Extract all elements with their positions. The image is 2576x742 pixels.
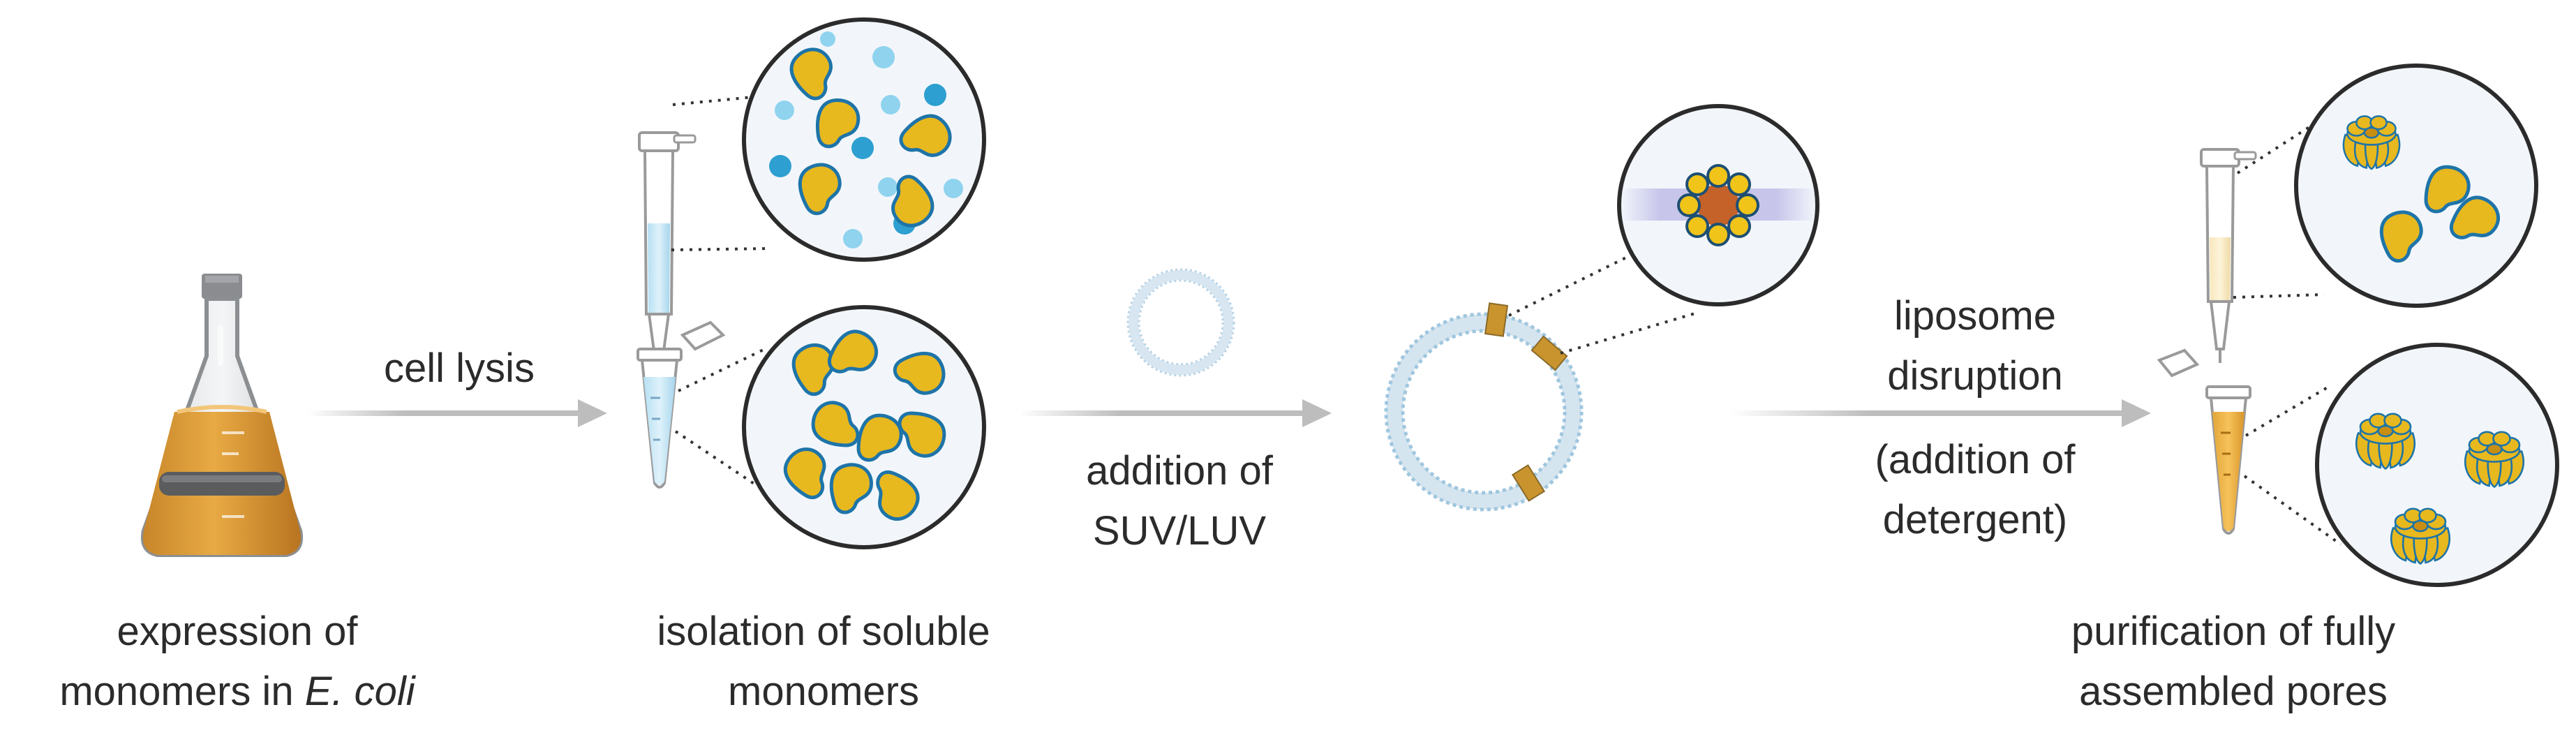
step2-caption: isolation of soluble monomers [600, 602, 1047, 722]
step2-line1: isolation of soluble [657, 609, 990, 654]
liposome-icon [1384, 302, 1584, 512]
zoom-lines-step2 [671, 95, 770, 494]
arrow3-line2: disruption [1887, 353, 2063, 399]
arrow-addition-suv-luv [1019, 399, 1332, 427]
step4-line1: purification of fully [2071, 609, 2396, 654]
arrow3-line4: detergent) [1882, 497, 2068, 542]
arrow1-label: cell lysis [384, 346, 535, 391]
arrow2-line1: addition of [1086, 448, 1273, 494]
microtube-icon [636, 320, 726, 489]
spin-column-icon [2200, 148, 2257, 363]
step1-line2: monomers in E. coli [14, 662, 461, 722]
vesicle-icon [1126, 268, 1235, 377]
arrow3-line1: liposome [1893, 293, 2057, 339]
arrow3-caption-bottom: (addition of detergent) [1829, 430, 2122, 550]
step4-caption: purification of fully assembled pores [2010, 602, 2457, 722]
arrow-liposome-disruption [1731, 399, 2151, 427]
pore-icon [1677, 164, 1759, 246]
step1-line1: expression of [117, 609, 358, 654]
step1-line2-prefix: monomers in [59, 669, 305, 714]
spin-column-icon [638, 131, 697, 357]
flask-icon [141, 274, 303, 557]
zoom-circle-fraction [2294, 64, 2538, 308]
step1-caption: expression of monomers in E. coli [14, 602, 461, 722]
microtube-icon [2157, 348, 2251, 535]
step2-line2: monomers [728, 669, 919, 714]
zoom-circle-monomers [742, 305, 986, 549]
zoom-circle-lysate [742, 17, 986, 262]
arrow-cell-lysis [307, 399, 607, 427]
arrow1-caption: cell lysis [348, 339, 571, 399]
zoom-circle-pore-membrane [1617, 104, 1819, 306]
step1-line2-italic: E. coli [304, 669, 415, 714]
arrow3-line3: (addition of [1875, 437, 2076, 482]
zoom-circle-assembled-pores [2315, 343, 2559, 587]
arrow2-line2: SUV/LUV [1092, 508, 1267, 554]
zoom-lines-step3 [1508, 250, 1698, 355]
arrow2-caption: addition of SUV/LUV [1047, 441, 1312, 561]
arrow3-caption-top: liposome disruption [1829, 286, 2122, 406]
step4-line2: assembled pores [2079, 669, 2388, 714]
